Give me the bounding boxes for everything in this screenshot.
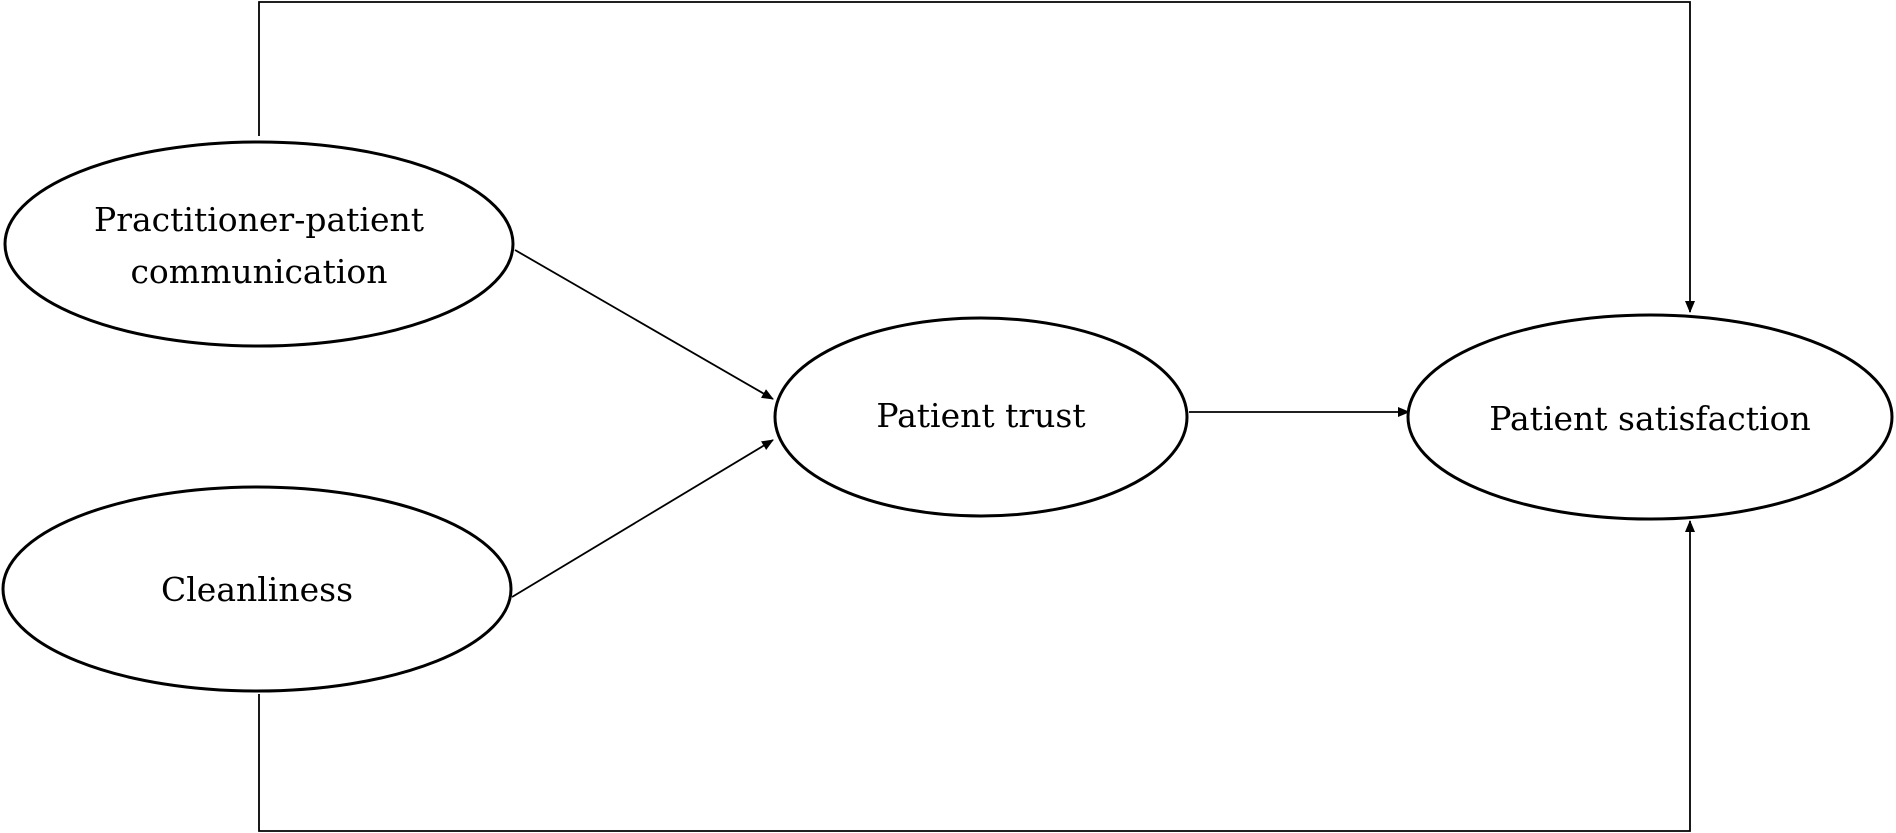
node-satisfaction: Patient satisfaction bbox=[1406, 313, 1894, 521]
edges-group bbox=[258, 1, 1695, 832]
node-communication-label-line-2: communication bbox=[130, 252, 387, 291]
node-communication-label-line-1: Practitioner-patient bbox=[94, 200, 424, 239]
edge-cleanliness-to-satisfaction bbox=[258, 520, 1695, 832]
edge-communication-to-trust bbox=[514, 249, 774, 400]
edge-cleanliness-to-trust bbox=[511, 439, 774, 598]
node-satisfaction-ellipse bbox=[1406, 313, 1894, 521]
node-trust-label: Patient trust bbox=[876, 396, 1085, 435]
node-trust: Patient trust bbox=[773, 316, 1189, 518]
node-cleanliness-label: Cleanliness bbox=[161, 570, 353, 609]
node-satisfaction-label: Patient satisfaction bbox=[1489, 399, 1810, 438]
node-cleanliness-ellipse bbox=[1, 485, 513, 693]
edge-communication-to-satisfaction bbox=[258, 1, 1695, 313]
node-cleanliness: Cleanliness bbox=[1, 485, 513, 693]
node-communication-ellipse bbox=[3, 140, 515, 348]
node-communication: Practitioner-patient communication bbox=[3, 140, 515, 348]
node-trust-ellipse bbox=[773, 316, 1189, 518]
